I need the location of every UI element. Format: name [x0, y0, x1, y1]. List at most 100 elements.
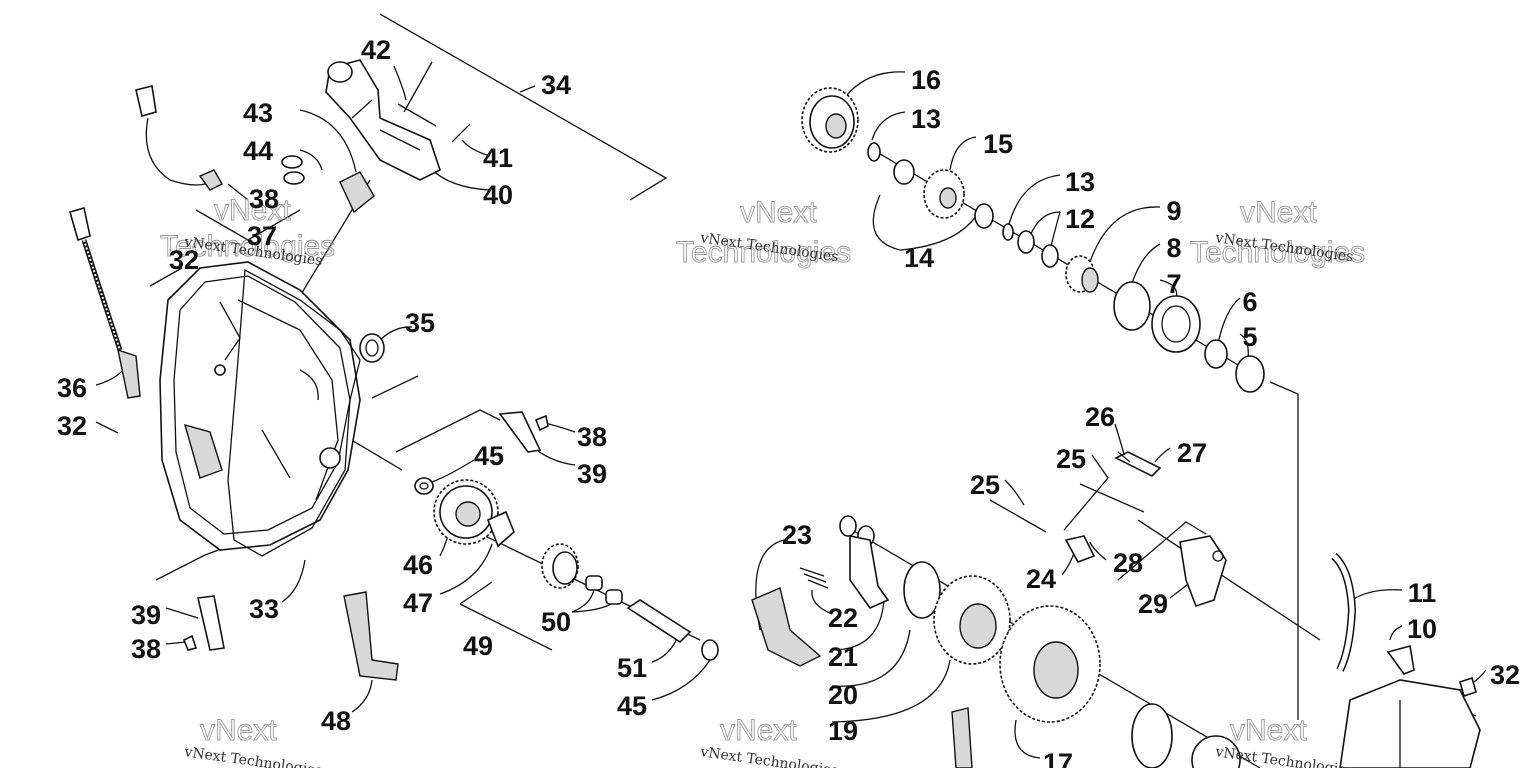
callout-28: 28 — [1113, 548, 1143, 578]
callout-51: 51 — [617, 653, 647, 683]
callout-12: 12 — [1065, 204, 1095, 234]
gear-16 — [801, 87, 859, 153]
bearing-7 — [1151, 295, 1201, 353]
callout-13: 13 — [1065, 167, 1095, 197]
callout-45: 45 — [617, 691, 647, 721]
callout-32: 32 — [1490, 660, 1520, 690]
actuator-motor — [281, 59, 471, 214]
callout-37: 37 — [247, 221, 277, 251]
callout-33: 33 — [249, 594, 279, 624]
ring-12b — [1041, 244, 1059, 268]
callout-34: 34 — [541, 70, 571, 100]
callout-39: 39 — [577, 459, 607, 489]
sensor-cable — [69, 206, 141, 399]
callout-13: 13 — [911, 104, 941, 134]
ring-12 — [1017, 230, 1035, 254]
callout-50: 50 — [541, 607, 571, 637]
callout-19: 19 — [828, 716, 858, 746]
callout-14: 14 — [904, 243, 934, 273]
watermark-outline: Technologies — [676, 236, 851, 269]
callout-10: 10 — [1407, 614, 1437, 644]
callout-29: 29 — [1138, 589, 1168, 619]
bracket-39-left — [197, 595, 225, 651]
shift-fork-29 — [1179, 535, 1227, 608]
callout-6: 6 — [1242, 287, 1257, 317]
callout-20: 20 — [828, 680, 858, 710]
ring-lower — [1131, 703, 1173, 768]
washer-45b — [701, 639, 719, 661]
callout-22: 22 — [828, 603, 858, 633]
callout-7: 7 — [1166, 269, 1181, 299]
callout-24: 24 — [1026, 564, 1056, 594]
callout-11: 11 — [1408, 578, 1437, 608]
callout-16: 16 — [911, 65, 941, 95]
bearing-lower — [1191, 735, 1241, 768]
fitting-10 — [1386, 644, 1415, 675]
callout-15: 15 — [983, 129, 1013, 159]
callout-8: 8 — [1166, 233, 1181, 263]
seal-5 — [1235, 355, 1265, 393]
callout-5: 5 — [1242, 322, 1257, 352]
watermark-outline: Technologies — [160, 230, 335, 263]
callout-32: 32 — [169, 245, 199, 275]
gear-17 — [999, 605, 1101, 723]
callout-46: 46 — [403, 550, 433, 580]
gearcase-housing — [1339, 679, 1481, 768]
callout-35: 35 — [405, 308, 435, 338]
watermark-outline: Technologies — [1190, 236, 1365, 269]
washer-14b — [974, 203, 994, 229]
callout-36: 36 — [57, 373, 87, 403]
watermarks: Technologies vNext Technologies vNext Te… — [160, 194, 1366, 748]
callout-27: 27 — [1177, 438, 1207, 468]
lever-21 — [799, 515, 890, 609]
part-24 — [1064, 535, 1096, 563]
callout-17: 17 — [1043, 748, 1073, 768]
watermark-outline: vNext — [214, 194, 291, 227]
pin-51 — [626, 599, 692, 644]
seal-35 — [359, 333, 385, 363]
callout-39: 39 — [131, 600, 161, 630]
callout-48: 48 — [321, 706, 351, 736]
callout-38: 38 — [249, 184, 279, 214]
part-47 — [486, 510, 515, 548]
gear-19 — [933, 575, 1011, 665]
sensor-wire — [135, 85, 223, 191]
ring-6 — [1204, 339, 1228, 369]
callout-41: 41 — [483, 143, 513, 173]
callout-21: 21 — [828, 642, 858, 672]
washer-14 — [893, 159, 915, 185]
watermark-outline: vNext — [1240, 196, 1317, 229]
callout-25: 25 — [1056, 444, 1086, 474]
callout-9: 9 — [1166, 196, 1181, 226]
gear-small — [541, 543, 623, 605]
callout-43: 43 — [243, 98, 273, 128]
bracket-39 — [498, 411, 542, 453]
callout-38: 38 — [131, 634, 161, 664]
watermark-outline: vNext — [200, 714, 277, 747]
callout-26: 26 — [1085, 402, 1115, 432]
watermark-text: vNext Technologies — [698, 744, 839, 768]
callout-44: 44 — [243, 136, 273, 166]
washer-45 — [414, 477, 434, 495]
sprocket-9 — [1065, 255, 1099, 293]
hose-11 — [1332, 554, 1355, 672]
o-ring-8 — [1113, 281, 1151, 331]
callout-23: 23 — [782, 520, 812, 550]
callout-49: 49 — [463, 631, 493, 661]
clip-13 — [867, 142, 881, 162]
shoe-23 — [751, 587, 822, 667]
callout-40: 40 — [483, 180, 513, 210]
gear-46 — [433, 479, 499, 545]
pin-27 — [1114, 451, 1162, 477]
chain-lower — [951, 707, 973, 768]
cover-housing — [159, 261, 361, 557]
callout-25: 25 — [970, 470, 1000, 500]
watermark-outline: vNext — [1230, 714, 1307, 747]
watermark-outline: vNext — [720, 714, 797, 747]
ring-20 — [903, 561, 941, 619]
callout-45: 45 — [474, 441, 504, 471]
callout-32: 32 — [57, 411, 87, 441]
chain-48 — [343, 591, 399, 681]
